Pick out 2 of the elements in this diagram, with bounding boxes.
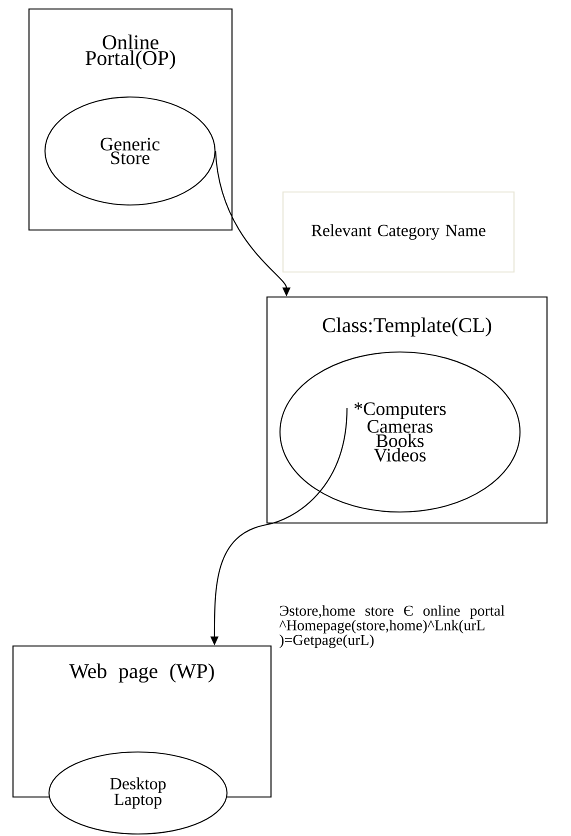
formula-note: Эstore,home store Є online portal ^Homepage(store,home)^Lnk(urL )=Getpage(urL) (279, 605, 504, 648)
category-box: Relevant Category Name (282, 191, 515, 273)
